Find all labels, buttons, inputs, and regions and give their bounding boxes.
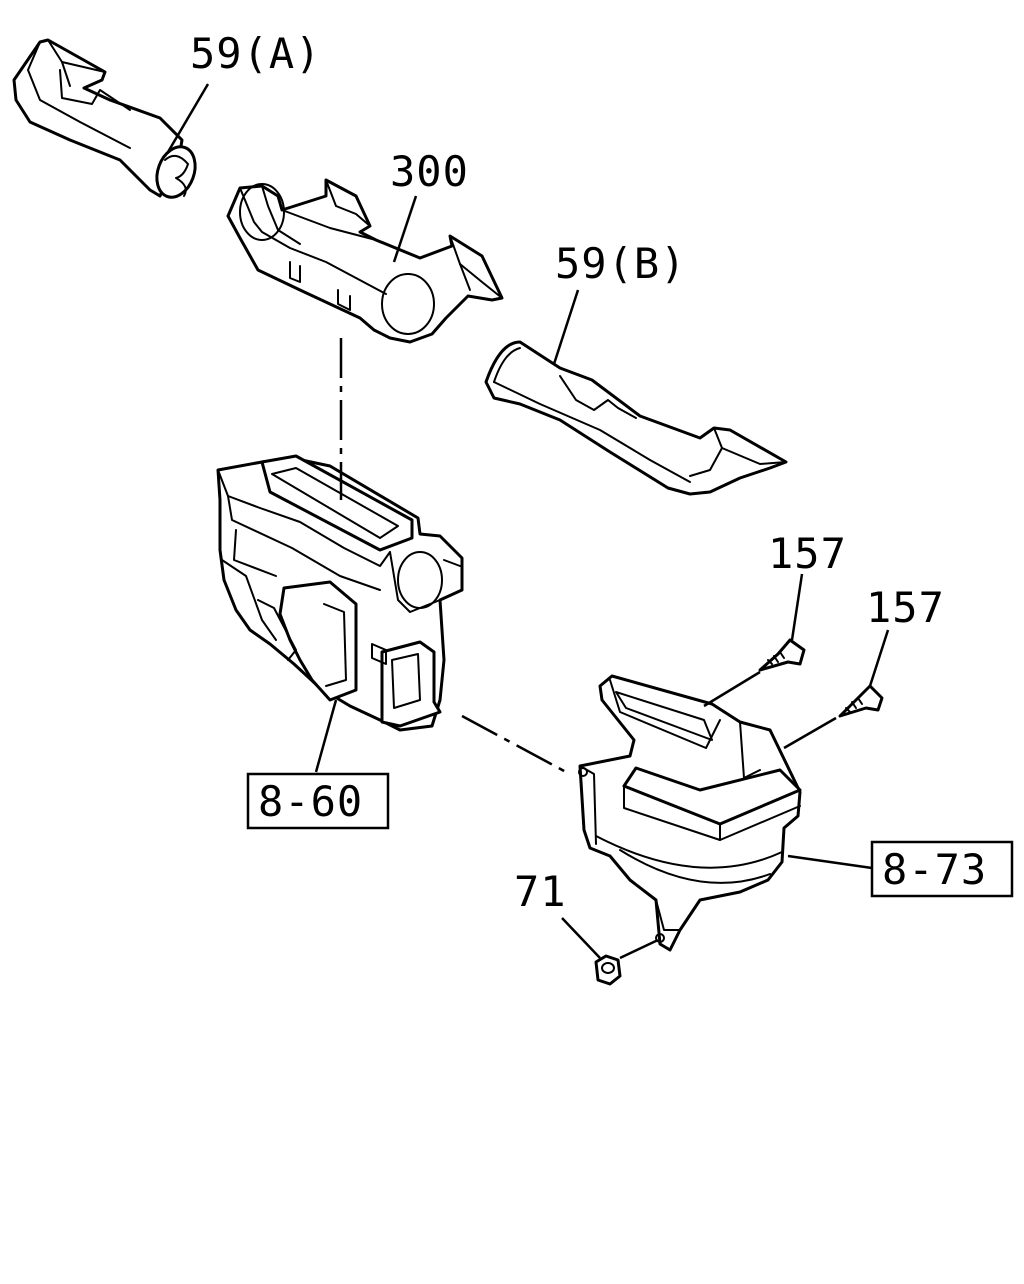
callout-157-lower: 157 [866,583,945,632]
ref-box-8-60 [246,772,390,830]
screw-157-upper [758,638,806,672]
leader-300 [392,195,418,263]
leader-59b [552,289,580,365]
callout-59b: 59(B) [555,239,686,288]
heater-unit [216,454,464,732]
leader-157-upper [790,573,804,641]
leader-screw-lower-to-blower [783,716,837,750]
callout-71: 71 [514,867,567,916]
nut-71 [594,954,622,986]
callout-157-upper: 157 [768,529,847,578]
callout-8-60: 8-60 [258,777,363,826]
duct-300 [226,178,504,344]
callout-300: 300 [390,147,469,196]
callout-8-73: 8-73 [882,845,987,894]
screw-157-lower [838,684,884,718]
leader-screw-upper-to-blower [703,670,761,708]
leader-8-60 [314,699,338,773]
leader-8-73 [787,854,873,870]
leader-71 [561,917,601,959]
duct-59b [484,340,788,496]
blower-unit [578,674,802,952]
duct-59a [12,38,197,199]
leader-157-lower [868,629,890,687]
centerline-heater-to-blower [461,714,567,774]
callout-59a: 59(A) [190,29,321,78]
leader-59a [166,83,210,153]
leader-nut-to-blower [619,938,659,960]
ref-box-8-73 [870,840,1014,898]
